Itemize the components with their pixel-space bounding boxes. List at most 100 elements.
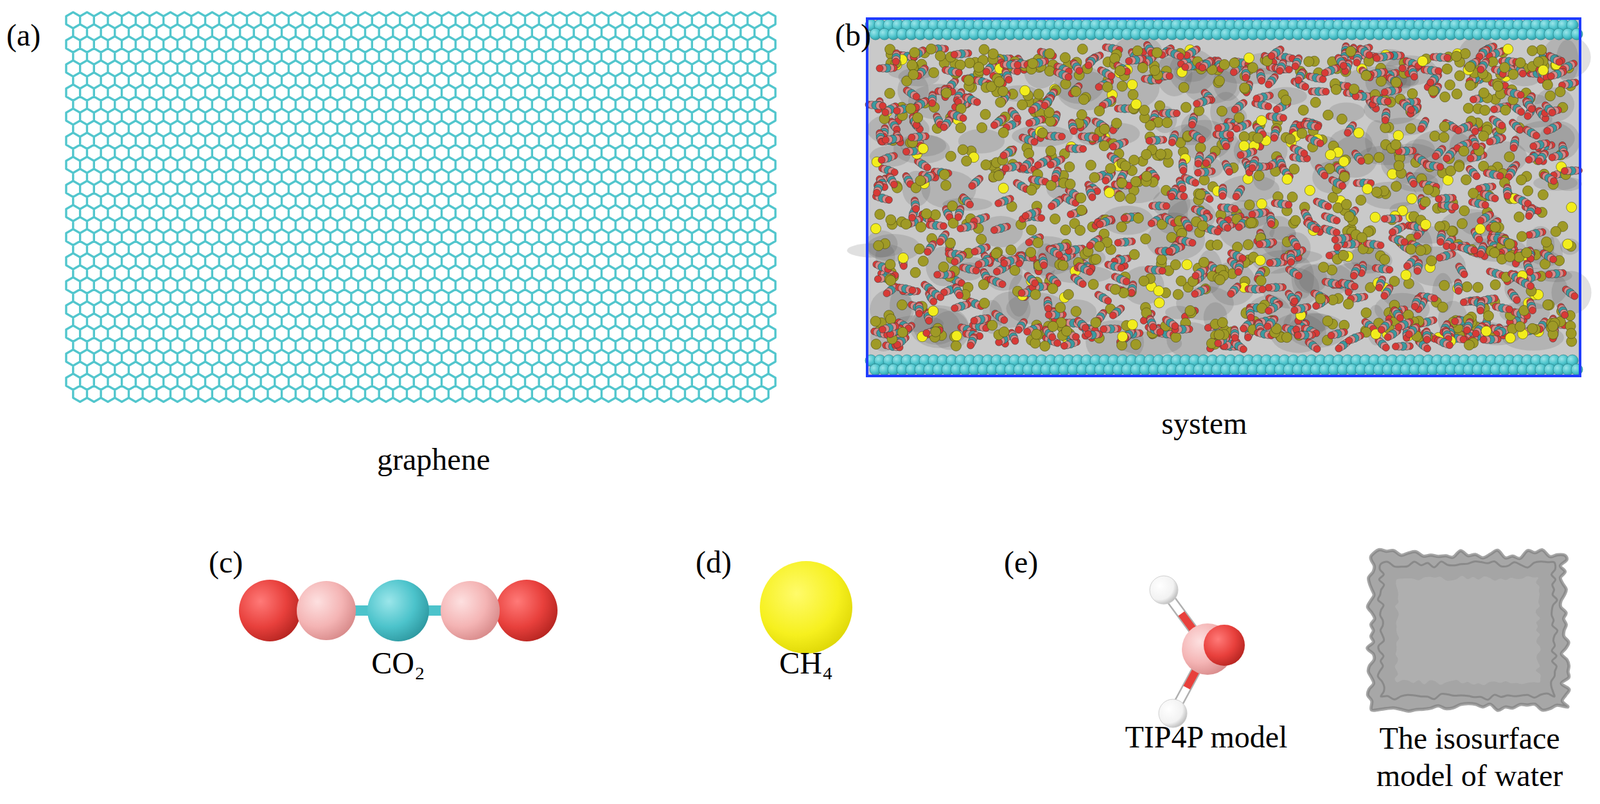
ch4-sphere (1178, 82, 1189, 93)
ch4-sphere (1391, 181, 1402, 192)
ch4-sphere (1459, 205, 1470, 216)
co2-atom (1014, 326, 1022, 334)
co2-atom (908, 286, 916, 294)
co2-atom (1382, 343, 1390, 351)
co2-atom (1267, 220, 1275, 228)
co2-atom (970, 316, 978, 324)
co2-atom (1264, 102, 1272, 110)
ch4-sphere (930, 209, 941, 220)
co2-atom (1413, 267, 1421, 275)
co2-atom (1054, 339, 1062, 347)
ch4-sphere (976, 233, 987, 245)
co2-atom (1117, 263, 1125, 272)
co2-atom (1467, 154, 1475, 162)
co2-atom (1449, 242, 1457, 250)
ch4-sphere (951, 330, 962, 342)
co2-atom (1188, 121, 1196, 129)
ch4-sphere (1537, 189, 1548, 200)
ch4-sphere (1406, 244, 1417, 255)
ch4-sphere (998, 183, 1009, 194)
ch4-sphere (1170, 332, 1182, 343)
co2-atom (1147, 219, 1155, 227)
co2-atom (1490, 105, 1498, 114)
co2-atom (1324, 202, 1332, 211)
co2-atom (1333, 217, 1341, 225)
co2-atom (1498, 122, 1506, 130)
co2-atom (1294, 271, 1302, 279)
co2-atom (1431, 294, 1439, 302)
ch4-sphere (1327, 192, 1338, 203)
co2-atom (1230, 68, 1238, 76)
co2-atom (1244, 334, 1252, 342)
ch4-sphere (1442, 174, 1453, 185)
ch4-sphere (896, 299, 907, 310)
co2-atom (1048, 202, 1056, 210)
co2-atom (1179, 184, 1187, 193)
ch4-sphere (917, 255, 929, 266)
co2-atom (1403, 262, 1411, 270)
ch4-sphere (957, 144, 968, 155)
ch4-sphere (1032, 237, 1044, 248)
co2-atom (1524, 112, 1532, 120)
ch4-sphere (1545, 90, 1556, 101)
co2-atom (1510, 144, 1518, 152)
co2-atom (1477, 217, 1485, 225)
co2-atom (1373, 54, 1381, 62)
co2-atom (1525, 156, 1533, 164)
co2-atom (1325, 251, 1333, 259)
ch4-sphere (1438, 132, 1450, 143)
ch4-sphere (1428, 86, 1439, 97)
ch4-sphere (1217, 317, 1228, 328)
ch4-sphere (1527, 45, 1538, 56)
ch4-sphere (1064, 161, 1075, 173)
ch4-sphere (1454, 70, 1466, 81)
co2-atom (1380, 292, 1389, 300)
ch4-sphere (1156, 254, 1168, 265)
co2-atom (1300, 149, 1308, 157)
co2-atom (1459, 298, 1468, 306)
ch4-sphere (1513, 211, 1525, 223)
ch4-sphere (1060, 224, 1071, 236)
ch4-sphere (964, 57, 976, 69)
co2-atom (1350, 272, 1358, 280)
ch4-sphere (1050, 213, 1061, 225)
ch4-sphere (1516, 174, 1527, 185)
co2-atom (1222, 142, 1231, 150)
co2-atom (1529, 142, 1538, 150)
ch4-sphere (1429, 131, 1441, 142)
ch4-sphere (1212, 239, 1223, 250)
ch4-sphere (874, 209, 886, 220)
co2-atom (1168, 138, 1176, 146)
ch4-sphere (1373, 152, 1385, 163)
ch4-sphere (1536, 44, 1547, 56)
co2-atom (1095, 83, 1103, 91)
ch4-sphere (1181, 259, 1193, 270)
ch4-sphere (1195, 142, 1206, 153)
ch4-sphere (1461, 281, 1473, 292)
co2-atom (1391, 342, 1399, 351)
ch4-sphere (1172, 289, 1184, 300)
ch4-sphere (1244, 199, 1255, 211)
ch4-sphere (1463, 102, 1474, 114)
co2-atom (1060, 342, 1068, 350)
ch4-sphere (1076, 204, 1087, 216)
co2-atom (885, 196, 893, 204)
ch4-sphere (947, 200, 958, 211)
ch4-sphere (1176, 275, 1187, 286)
ch4-sphere (1439, 121, 1450, 132)
co2-atom (1265, 80, 1273, 88)
co2-atom (993, 267, 1001, 275)
co2-atom (1417, 125, 1425, 133)
co2-atom (1248, 210, 1256, 218)
ch4-sphere (1472, 281, 1484, 293)
ch4-sphere (1370, 211, 1381, 223)
co2-atom (1066, 210, 1074, 218)
ch4-sphere (1303, 56, 1315, 67)
co2-atom (1432, 152, 1440, 160)
co2-atom (1386, 265, 1394, 273)
co2-atom (1543, 127, 1551, 135)
ch4-sphere (1287, 192, 1298, 203)
simulation-box (847, 18, 1592, 376)
co2-atom (1224, 224, 1232, 232)
